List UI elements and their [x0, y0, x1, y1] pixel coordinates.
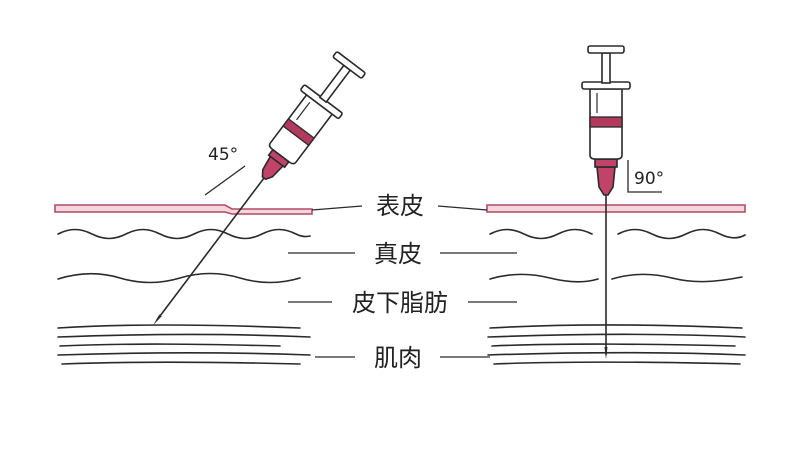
label-dermis: 真皮 — [374, 240, 422, 268]
muscle-line-right-5 — [493, 361, 741, 365]
plunger-rod-perpendicular — [601, 52, 611, 84]
needle-tip-oblique — [153, 314, 162, 325]
leader-lines — [288, 205, 517, 358]
tissue-left — [54, 204, 313, 365]
muscle-line-left-2 — [57, 333, 311, 338]
dermis-wave-left — [57, 228, 311, 240]
muscle-line-left-4 — [57, 351, 311, 356]
leader-epidermis-left — [311, 205, 363, 211]
plunger-band-oblique — [282, 117, 316, 147]
angle-guide-perpendicular — [627, 160, 662, 193]
fat-wave-left — [57, 272, 301, 284]
muscle-line-right-3 — [491, 343, 736, 347]
epidermis-band-left — [54, 204, 313, 215]
plunger-thumb-perpendicular — [587, 45, 625, 54]
angle-guide-oblique — [204, 165, 246, 196]
tissue-right — [486, 204, 746, 365]
muscle-line-right-1 — [489, 324, 743, 329]
muscle-line-right-2 — [487, 333, 746, 338]
leader-epidermis-right — [437, 205, 488, 211]
hub-collar-perpendicular — [594, 158, 618, 168]
muscle-line-left-3 — [59, 343, 281, 347]
needle-tip-perpendicular — [604, 347, 608, 359]
fat-wave-right — [489, 273, 743, 283]
needle-hub-perpendicular — [596, 166, 616, 196]
needle-oblique — [156, 177, 265, 321]
plunger-rod-oblique — [318, 64, 352, 104]
barrel-gloss-oblique — [296, 101, 311, 121]
plunger-band-perpendicular — [589, 116, 623, 128]
syringe-perpendicular — [581, 45, 631, 359]
angle-label-oblique: 45° — [208, 145, 238, 165]
angle-label-perpendicular: 90° — [634, 169, 664, 189]
plunger-thumb-oblique — [332, 51, 366, 79]
label-epidermis: 表皮 — [376, 192, 424, 220]
muscle-line-right-4 — [487, 351, 746, 356]
muscle-line-left-1 — [57, 324, 301, 329]
label-muscle: 肌肉 — [374, 344, 422, 372]
syringe-oblique — [153, 51, 366, 325]
dermis-wave-right — [489, 228, 746, 240]
label-subcutaneous-fat: 皮下脂肪 — [352, 289, 448, 317]
muscle-line-left-5 — [61, 361, 301, 365]
epidermis-band-right — [486, 204, 746, 213]
